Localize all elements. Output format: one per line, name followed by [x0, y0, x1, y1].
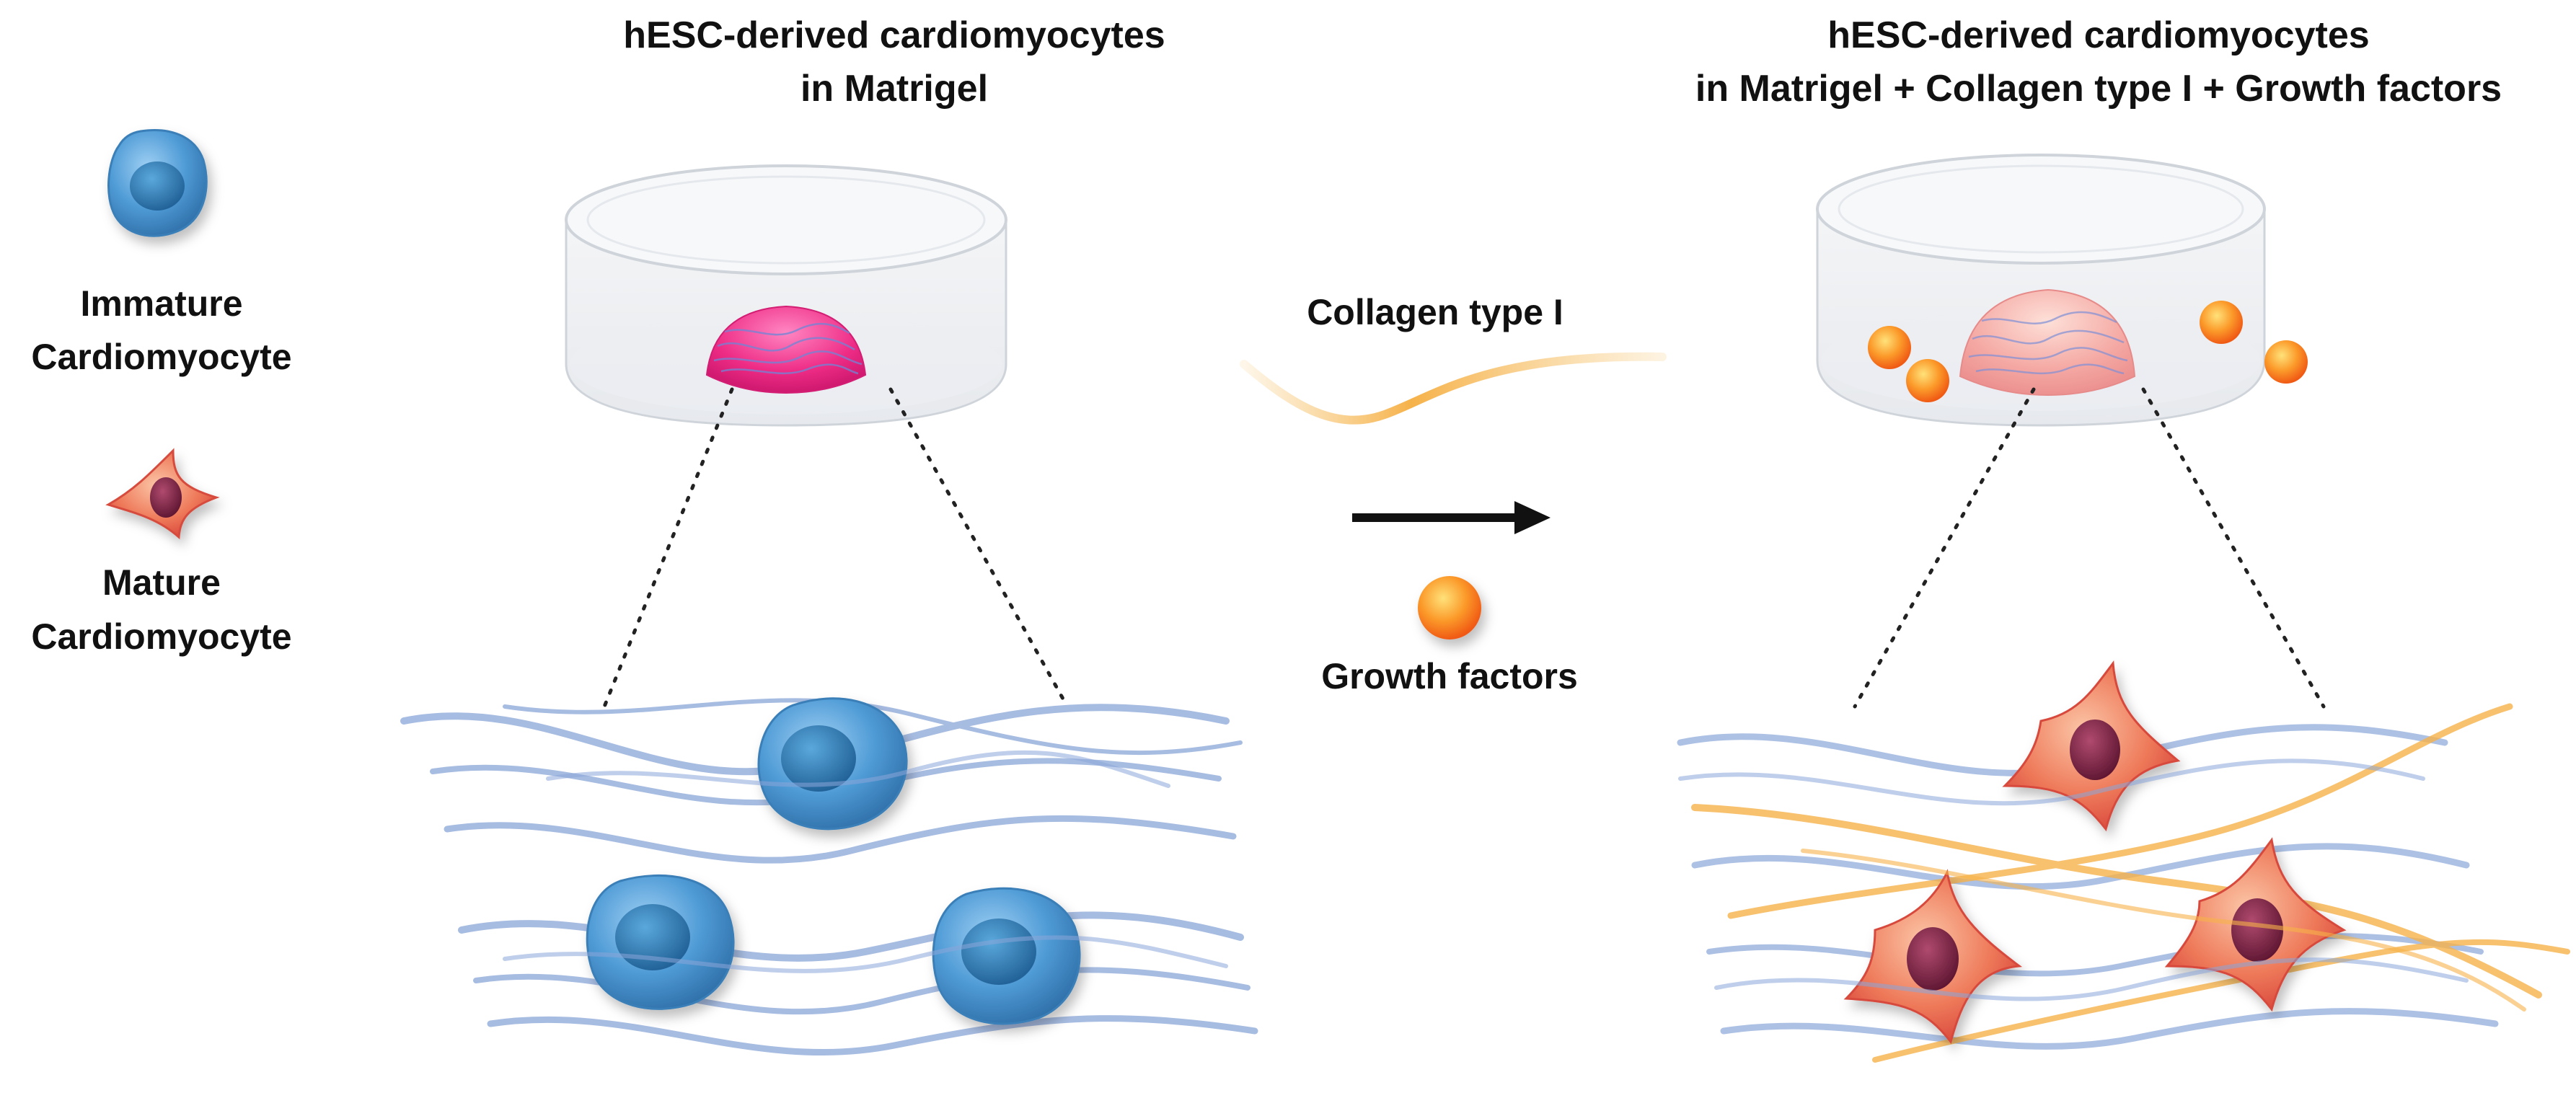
matrix-fibers-right: [1677, 703, 2570, 1063]
right-panel-title-line1: hESC-derived cardiomyocytes: [1827, 14, 2369, 56]
growth-factor-icon: [1418, 576, 1481, 639]
mature-cell-2: [1843, 869, 2023, 1045]
immature-cell-2: [586, 874, 735, 1010]
matrigel-collagen-dome-right: [1959, 288, 2136, 397]
left-panel-title-line1: hESC-derived cardiomyocytes: [623, 14, 1165, 56]
right-arrow-icon: [1352, 501, 1551, 534]
zoom-line-left-b: [888, 387, 1069, 709]
right-panel-title-line2: in Matrigel + Collagen type I + Growth f…: [1695, 68, 2502, 110]
growth-factors-label: Growth factors: [1321, 656, 1578, 696]
matrix-fibers-right-front: [1678, 758, 2526, 1012]
legend-mature-line1: Mature: [102, 562, 221, 603]
zoom-line-right-b: [2141, 387, 2326, 709]
legend-immature-line1: Immature: [80, 283, 242, 324]
growth-factor-orbs-in-dish: [1868, 301, 2308, 402]
zoom-line-right-a: [1853, 387, 2036, 709]
mature-cell-1: [2002, 660, 2181, 832]
left-panel: hESC-derived cardiomyocytes in Matrigel: [400, 14, 1258, 1056]
legend-immature-line2: Cardiomyocyte: [31, 337, 291, 377]
immature-cell-3: [932, 887, 1081, 1025]
mature-cardiomyocyte-icon: [105, 448, 220, 540]
collagen-label: Collagen type I: [1307, 292, 1563, 332]
right-panel: hESC-derived cardiomyocytes in Matrigel …: [1677, 14, 2570, 1063]
zoom-line-left-a: [602, 387, 734, 709]
matrigel-fibers-left: [400, 698, 1258, 1056]
immature-cell-1: [757, 697, 908, 831]
legend: Immature Cardiomyocyte Mature Cardiomyoc…: [31, 129, 292, 657]
matrigel-dome-left: [705, 305, 867, 394]
middle-section: Collagen type I Growth factors: [1240, 292, 1667, 696]
immature-cardiomyocyte-icon: [107, 129, 208, 237]
left-panel-title-line2: in Matrigel: [800, 68, 988, 110]
legend-mature-line2: Cardiomyocyte: [31, 616, 291, 657]
collagen-fiber-icon: [1240, 352, 1667, 425]
matrigel-fibers-left-front: [503, 750, 1228, 973]
